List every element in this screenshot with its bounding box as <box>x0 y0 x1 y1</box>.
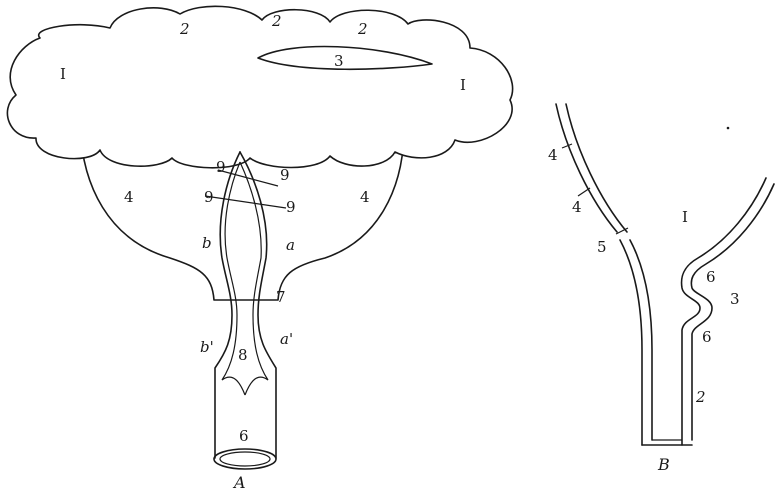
label-8: 8 <box>238 346 248 364</box>
label-5: 5 <box>597 238 607 256</box>
stray-dot <box>727 127 730 130</box>
label-4-lower: 4 <box>572 198 582 216</box>
label-6: 6 <box>239 427 249 445</box>
left-wall-outer-lower <box>620 240 642 445</box>
label-b: b <box>202 234 212 252</box>
label-3: 3 <box>334 52 344 70</box>
cloud-outline <box>7 6 512 167</box>
label-6-upper: 6 <box>706 268 716 286</box>
right-wall-outer <box>682 178 766 445</box>
label-2-c: 2 <box>357 20 368 38</box>
label-b-prime: b' <box>200 338 214 356</box>
label-9-top-right: 9 <box>280 166 290 184</box>
tube-wall-right-outer <box>240 152 276 458</box>
label-6-lower: 6 <box>702 328 712 346</box>
wall-mark-upper <box>562 144 572 148</box>
label-4-left: 4 <box>124 188 134 206</box>
label-9-mid-left: 9 <box>204 188 214 206</box>
wall-mark-lower <box>578 188 590 196</box>
label-4-top: 4 <box>548 146 558 164</box>
label-4-right: 4 <box>360 188 370 206</box>
left-wall-inner-lower <box>630 240 652 440</box>
label-2-a: 2 <box>179 20 190 38</box>
label-9-top-left: 9 <box>216 158 226 176</box>
tube-opening-inner <box>220 452 270 466</box>
label-1-left: I <box>60 65 66 83</box>
figure-a-caption: A <box>232 473 246 492</box>
label-3: 3 <box>730 290 740 308</box>
label-a: a <box>286 236 295 254</box>
label-a-prime: a' <box>280 330 293 348</box>
figure-b: 4 4 5 I 6 3 6 2 B <box>548 104 774 474</box>
septum-line-lower <box>205 196 286 208</box>
label-1-right: I <box>460 76 466 94</box>
figure-a: I I 2 2 2 3 4 4 9 9 9 9 b a 7 b' a' 8 6 … <box>7 6 512 492</box>
label-7: 7 <box>276 288 286 306</box>
figure-b-caption: B <box>657 455 670 474</box>
label-1: I <box>682 208 688 226</box>
label-2: 2 <box>695 388 706 406</box>
label-9-mid-right: 9 <box>286 198 296 216</box>
label-2-b: 2 <box>271 12 282 30</box>
left-wall-outer-upper <box>556 104 617 232</box>
